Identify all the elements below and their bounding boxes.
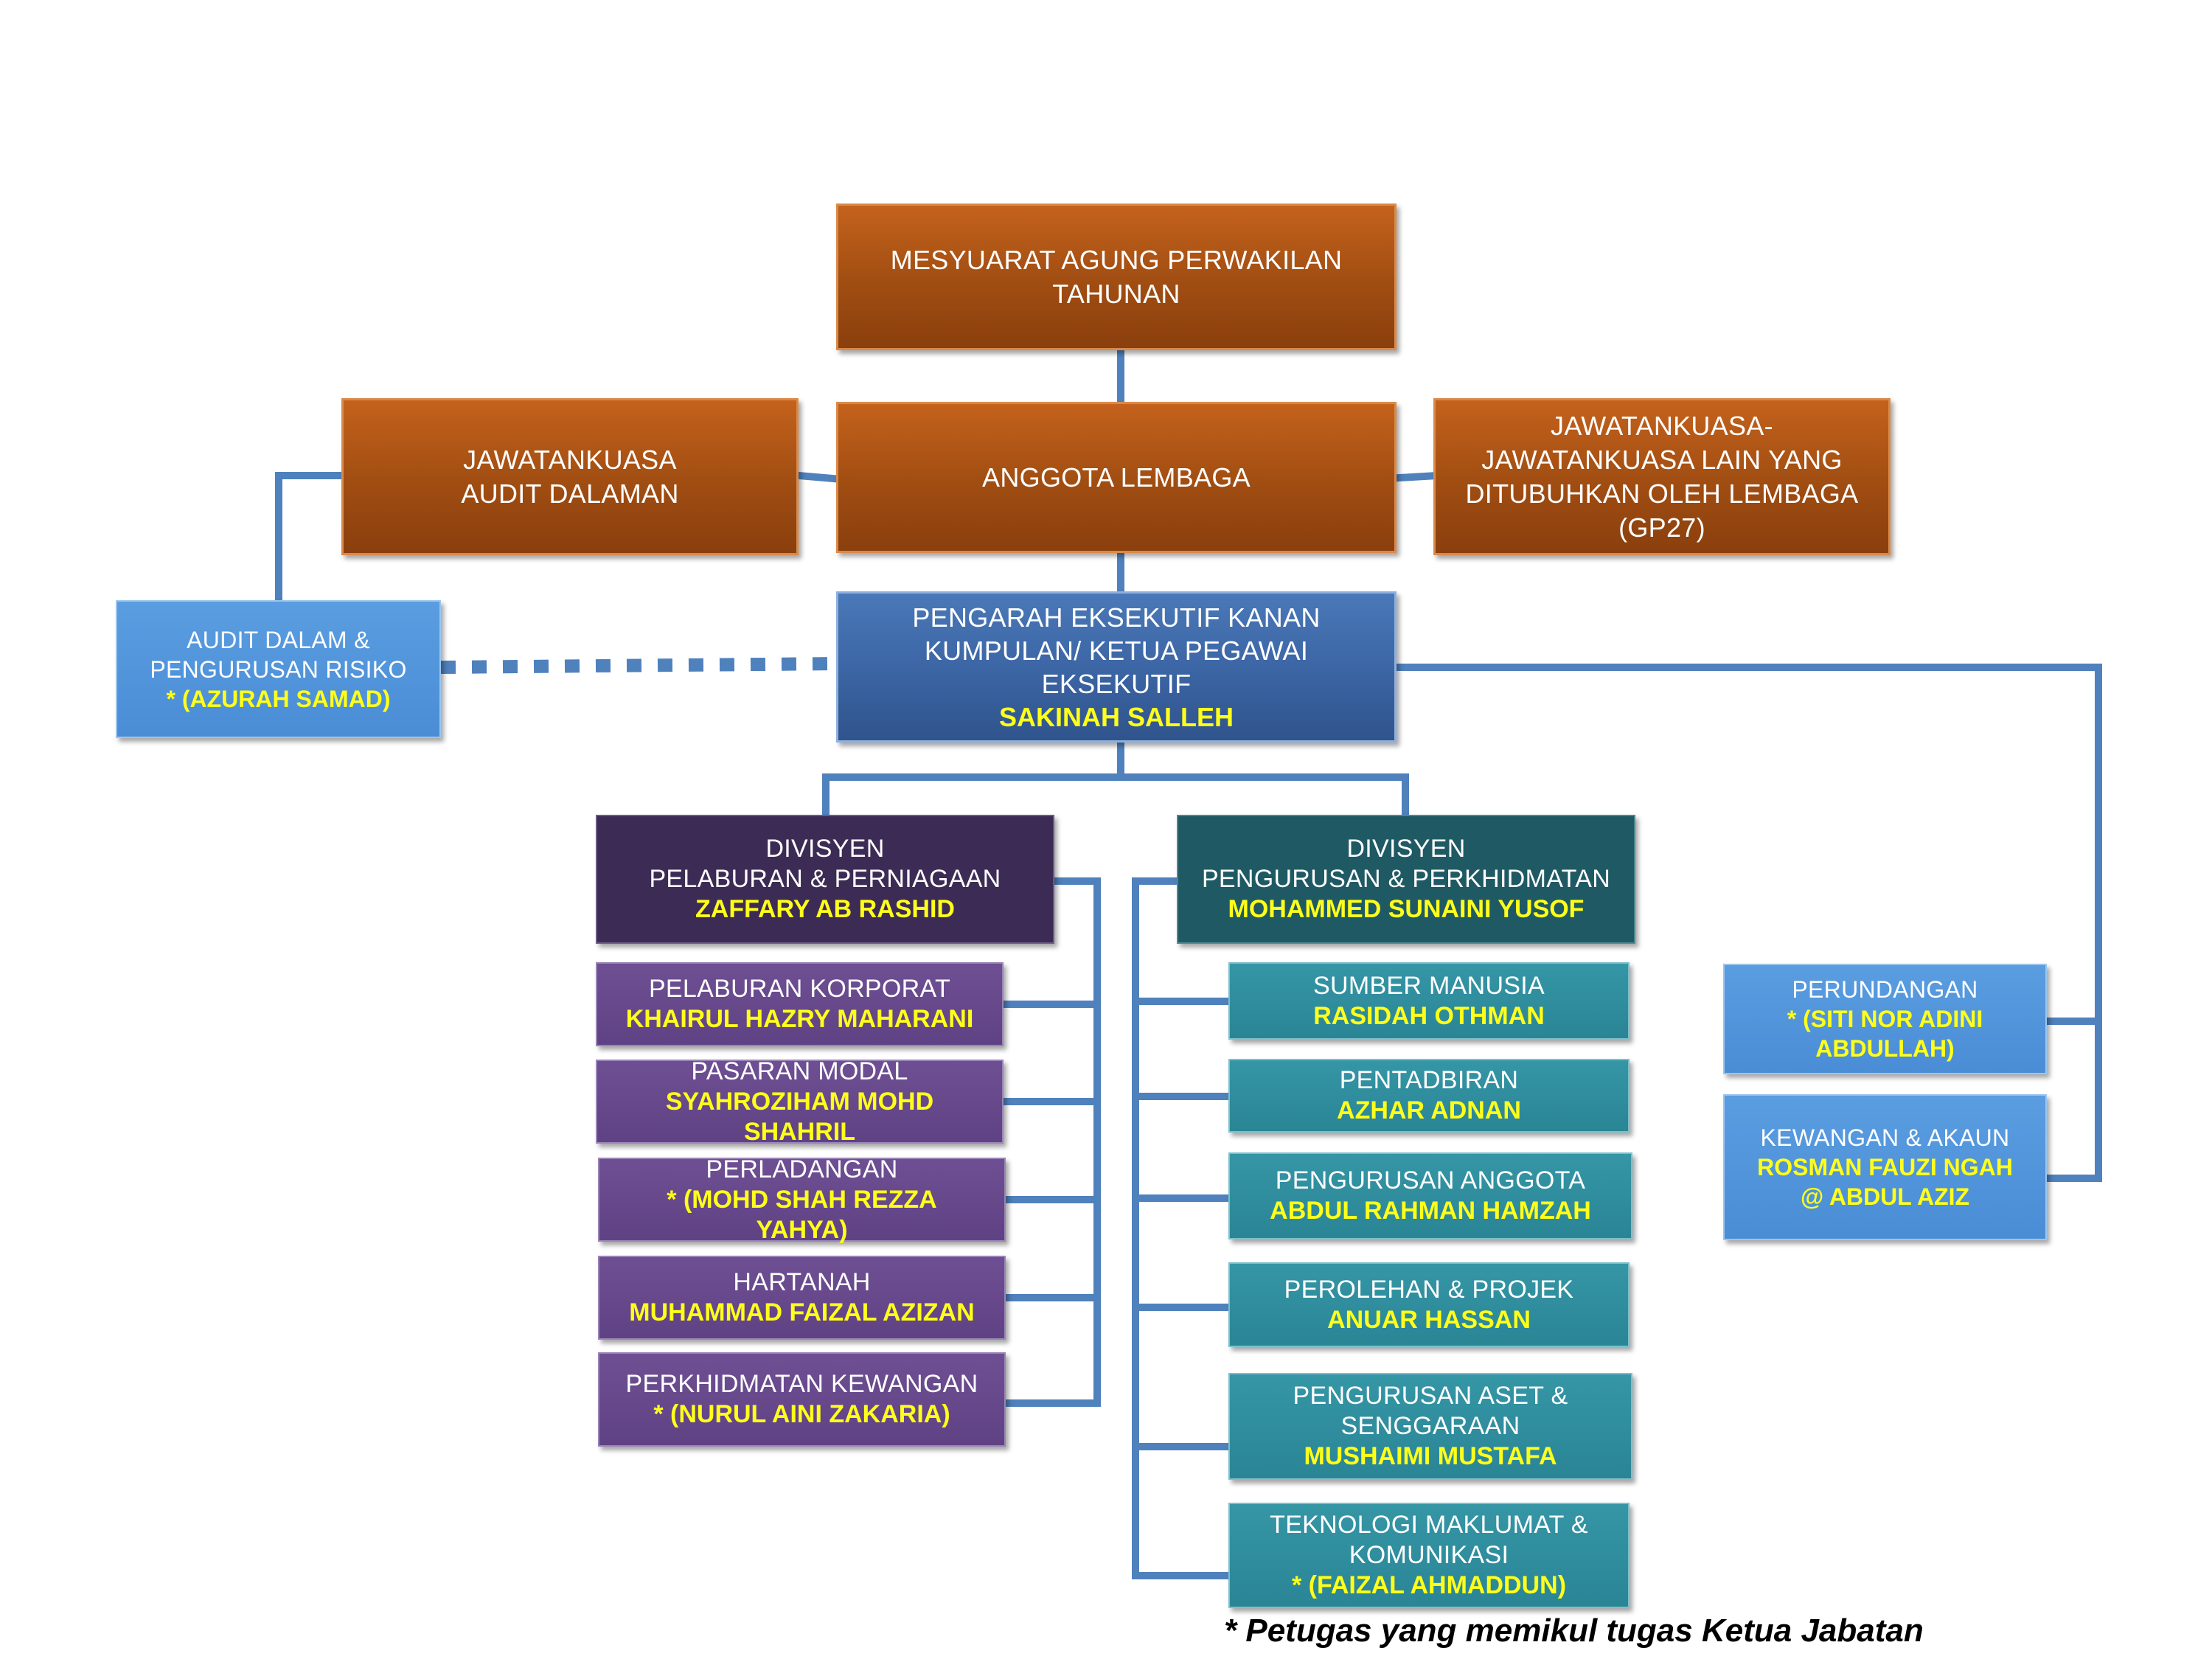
- unit-officer-name: KHAIRUL HAZRY MAHARANI: [625, 1005, 974, 1033]
- other-committees-line-3: DITUBUHKAN OLEH LEMBAGA: [1465, 478, 1859, 509]
- division-investment-head: ZAFFARY AB RASHID: [695, 895, 955, 923]
- unit-title: PENGURUSAN ANGGOTA: [1275, 1166, 1586, 1194]
- unit-title: PENTADBIRAN: [1339, 1066, 1519, 1094]
- division-investment-title-line-1: DIVISYEN: [765, 835, 885, 863]
- unit-officer-name: * (NURUL AINI ZAKARIA): [653, 1400, 950, 1428]
- connector-board-audit-committee: [794, 471, 846, 484]
- unit-officer-name: ABDUL RAHMAN HAMZAH: [1270, 1197, 1591, 1225]
- division-management-head: MOHAMMED SUNAINI YUSOF: [1228, 895, 1585, 923]
- other-committees-box: JAWATANKUASA- JAWATANKUASA LAIN YANG DIT…: [1433, 398, 1891, 555]
- unit-title: PERKHIDMATAN KEWANGAN: [625, 1370, 978, 1398]
- unit-pengurusan-aset: PENGURUSAN ASET & SENGGARAAN MUSHAIMI MU…: [1228, 1373, 1632, 1480]
- connector-divisions-bar: [822, 773, 1409, 821]
- division-management-title-line-2: PENGURUSAN & PERKHIDMATAN: [1201, 865, 1611, 893]
- agm-box: MESYUARAT AGUNG PERWAKILAN TAHUNAN: [836, 204, 1397, 350]
- board-box: ANGGOTA LEMBAGA: [836, 402, 1397, 553]
- unit-officer-name: ANUAR HASSAN: [1327, 1305, 1531, 1334]
- unit-hartanah: HARTANAH MUHAMMAD FAIZAL AZIZAN: [598, 1256, 1006, 1340]
- unit-teknologi-maklumat: TEKNOLOGI MAKLUMAT & KOMUNIKASI * (FAIZA…: [1228, 1503, 1630, 1608]
- board-title: ANGGOTA LEMBAGA: [982, 462, 1251, 493]
- unit-officer-name: SYAHROZIHAM MOHD: [665, 1087, 934, 1116]
- ceo-box: PENGARAH EKSEKUTIF KANAN KUMPULAN/ KETUA…: [836, 591, 1397, 742]
- unit-perladangan: PERLADANGAN * (MOHD SHAH REZZA YAHYA): [598, 1155, 1006, 1244]
- division-management-box: DIVISYEN PENGURUSAN & PERKHIDMATAN MOHAM…: [1177, 815, 1635, 944]
- unit-title: HARTANAH: [733, 1268, 871, 1296]
- other-committees-line-4: (GP27): [1618, 512, 1705, 543]
- audit-committee-title-line-2: AUDIT DALAMAN: [461, 478, 679, 509]
- unit-pelaburan-korporat: PELABURAN KORPORAT KHAIRUL HAZRY MAHARAN…: [596, 962, 1004, 1046]
- footnote: * Petugas yang memikul tugas Ketua Jabat…: [1224, 1613, 1924, 1649]
- unit-title: PERLADANGAN: [706, 1155, 898, 1183]
- unit-pentadbiran: PENTADBIRAN AZHAR ADNAN: [1228, 1059, 1630, 1133]
- ceo-title-line-2: KUMPULAN/ KETUA PEGAWAI: [924, 635, 1309, 666]
- agm-title-line-2: TAHUNAN: [1052, 278, 1180, 309]
- unit-title: PENGURUSAN ASET &: [1293, 1382, 1568, 1410]
- unit-officer-name-line-2: SHAHRIL: [743, 1117, 856, 1146]
- unit-perundangan: PERUNDANGAN * (SITI NOR ADINI ABDULLAH): [1723, 964, 2047, 1074]
- internal-audit-name: * (AZURAH SAMAD): [166, 685, 391, 712]
- unit-officer-name: ROSMAN FAUZI NGAH: [1757, 1154, 2013, 1180]
- unit-title: KEWANGAN & AKAUN: [1760, 1124, 2010, 1151]
- unit-title: PASARAN MODAL: [691, 1057, 908, 1085]
- unit-title: PELABURAN KORPORAT: [648, 975, 951, 1003]
- unit-officer-name-line-2: ABDULLAH): [1815, 1035, 1955, 1062]
- unit-pasaran-modal: PASARAN MODAL SYAHROZIHAM MOHD SHAHRIL: [596, 1057, 1004, 1146]
- unit-title: TEKNOLOGI MAKLUMAT &: [1270, 1511, 1588, 1539]
- unit-title-line-2: SENGGARAAN: [1340, 1412, 1520, 1440]
- connector-audit-committee-internal-audit: [275, 472, 345, 608]
- connector-management-bus: [1132, 877, 1235, 1579]
- agm-title-line-1: MESYUARAT AGUNG PERWAKILAN: [890, 244, 1343, 275]
- unit-officer-name: AZHAR ADNAN: [1337, 1096, 1521, 1124]
- unit-officer-name: * (MOHD SHAH REZZA: [667, 1185, 937, 1214]
- unit-title: PERUNDANGAN: [1792, 976, 1978, 1003]
- ceo-title-line-1: PENGARAH EKSEKUTIF KANAN: [912, 602, 1321, 633]
- unit-title-line-2: KOMUNIKASI: [1349, 1541, 1509, 1569]
- internal-audit-title-line-2: PENGURUSAN RISIKO: [150, 655, 407, 683]
- unit-officer-name: * (FAIZAL AHMADDUN): [1291, 1571, 1567, 1599]
- audit-committee-box: JAWATANKUASA AUDIT DALAMAN: [341, 398, 799, 555]
- unit-perkhidmatan-kewangan: PERKHIDMATAN KEWANGAN * (NURUL AINI ZAKA…: [598, 1352, 1006, 1447]
- internal-audit-box: AUDIT DALAM & PENGURUSAN RISIKO * (AZURA…: [116, 600, 441, 738]
- connector-board-other-committees: [1395, 471, 1441, 482]
- unit-officer-name: MUSHAIMI MUSTAFA: [1304, 1442, 1557, 1470]
- unit-officer-name: MUHAMMAD FAIZAL AZIZAN: [629, 1298, 975, 1326]
- connector-ceo-direct-units: [1396, 664, 2102, 1182]
- unit-officer-name-line-2: @ ABDUL AZIZ: [1800, 1183, 1970, 1210]
- unit-title: SUMBER MANUSIA: [1312, 971, 1545, 1000]
- division-investment-box: DIVISYEN PELABURAN & PERNIAGAAN ZAFFARY …: [596, 815, 1054, 944]
- unit-pengurusan-anggota: PENGURUSAN ANGGOTA ABDUL RAHMAN HAMZAH: [1228, 1152, 1632, 1239]
- unit-officer-name-line-2: YAHYA): [756, 1215, 848, 1244]
- dotted-link-internal-audit-ceo: [440, 657, 841, 674]
- connector-investment-bus: [1000, 877, 1101, 1407]
- other-committees-line-2: JAWATANKUASA LAIN YANG: [1481, 444, 1843, 475]
- unit-kewangan-akaun: KEWANGAN & AKAUN ROSMAN FAUZI NGAH @ ABD…: [1723, 1094, 2047, 1240]
- unit-perolehan-projek: PEROLEHAN & PROJEK ANUAR HASSAN: [1228, 1262, 1630, 1347]
- unit-officer-name: * (SITI NOR ADINI: [1787, 1006, 1983, 1032]
- division-investment-title-line-2: PELABURAN & PERNIAGAAN: [649, 865, 1001, 893]
- ceo-name: SAKINAH SALLEH: [998, 701, 1234, 732]
- other-committees-line-1: JAWATANKUASA-: [1551, 410, 1773, 441]
- unit-officer-name: RASIDAH OTHMAN: [1313, 1001, 1545, 1030]
- unit-title: PEROLEHAN & PROJEK: [1284, 1275, 1574, 1304]
- internal-audit-title-line-1: AUDIT DALAM &: [187, 626, 370, 653]
- ceo-title-line-3: EKSEKUTIF: [1041, 668, 1192, 699]
- unit-sumber-manusia: SUMBER MANUSIA RASIDAH OTHMAN: [1228, 962, 1630, 1040]
- audit-committee-title-line-1: JAWATANKUASA: [463, 444, 677, 475]
- division-management-title-line-1: DIVISYEN: [1346, 835, 1466, 863]
